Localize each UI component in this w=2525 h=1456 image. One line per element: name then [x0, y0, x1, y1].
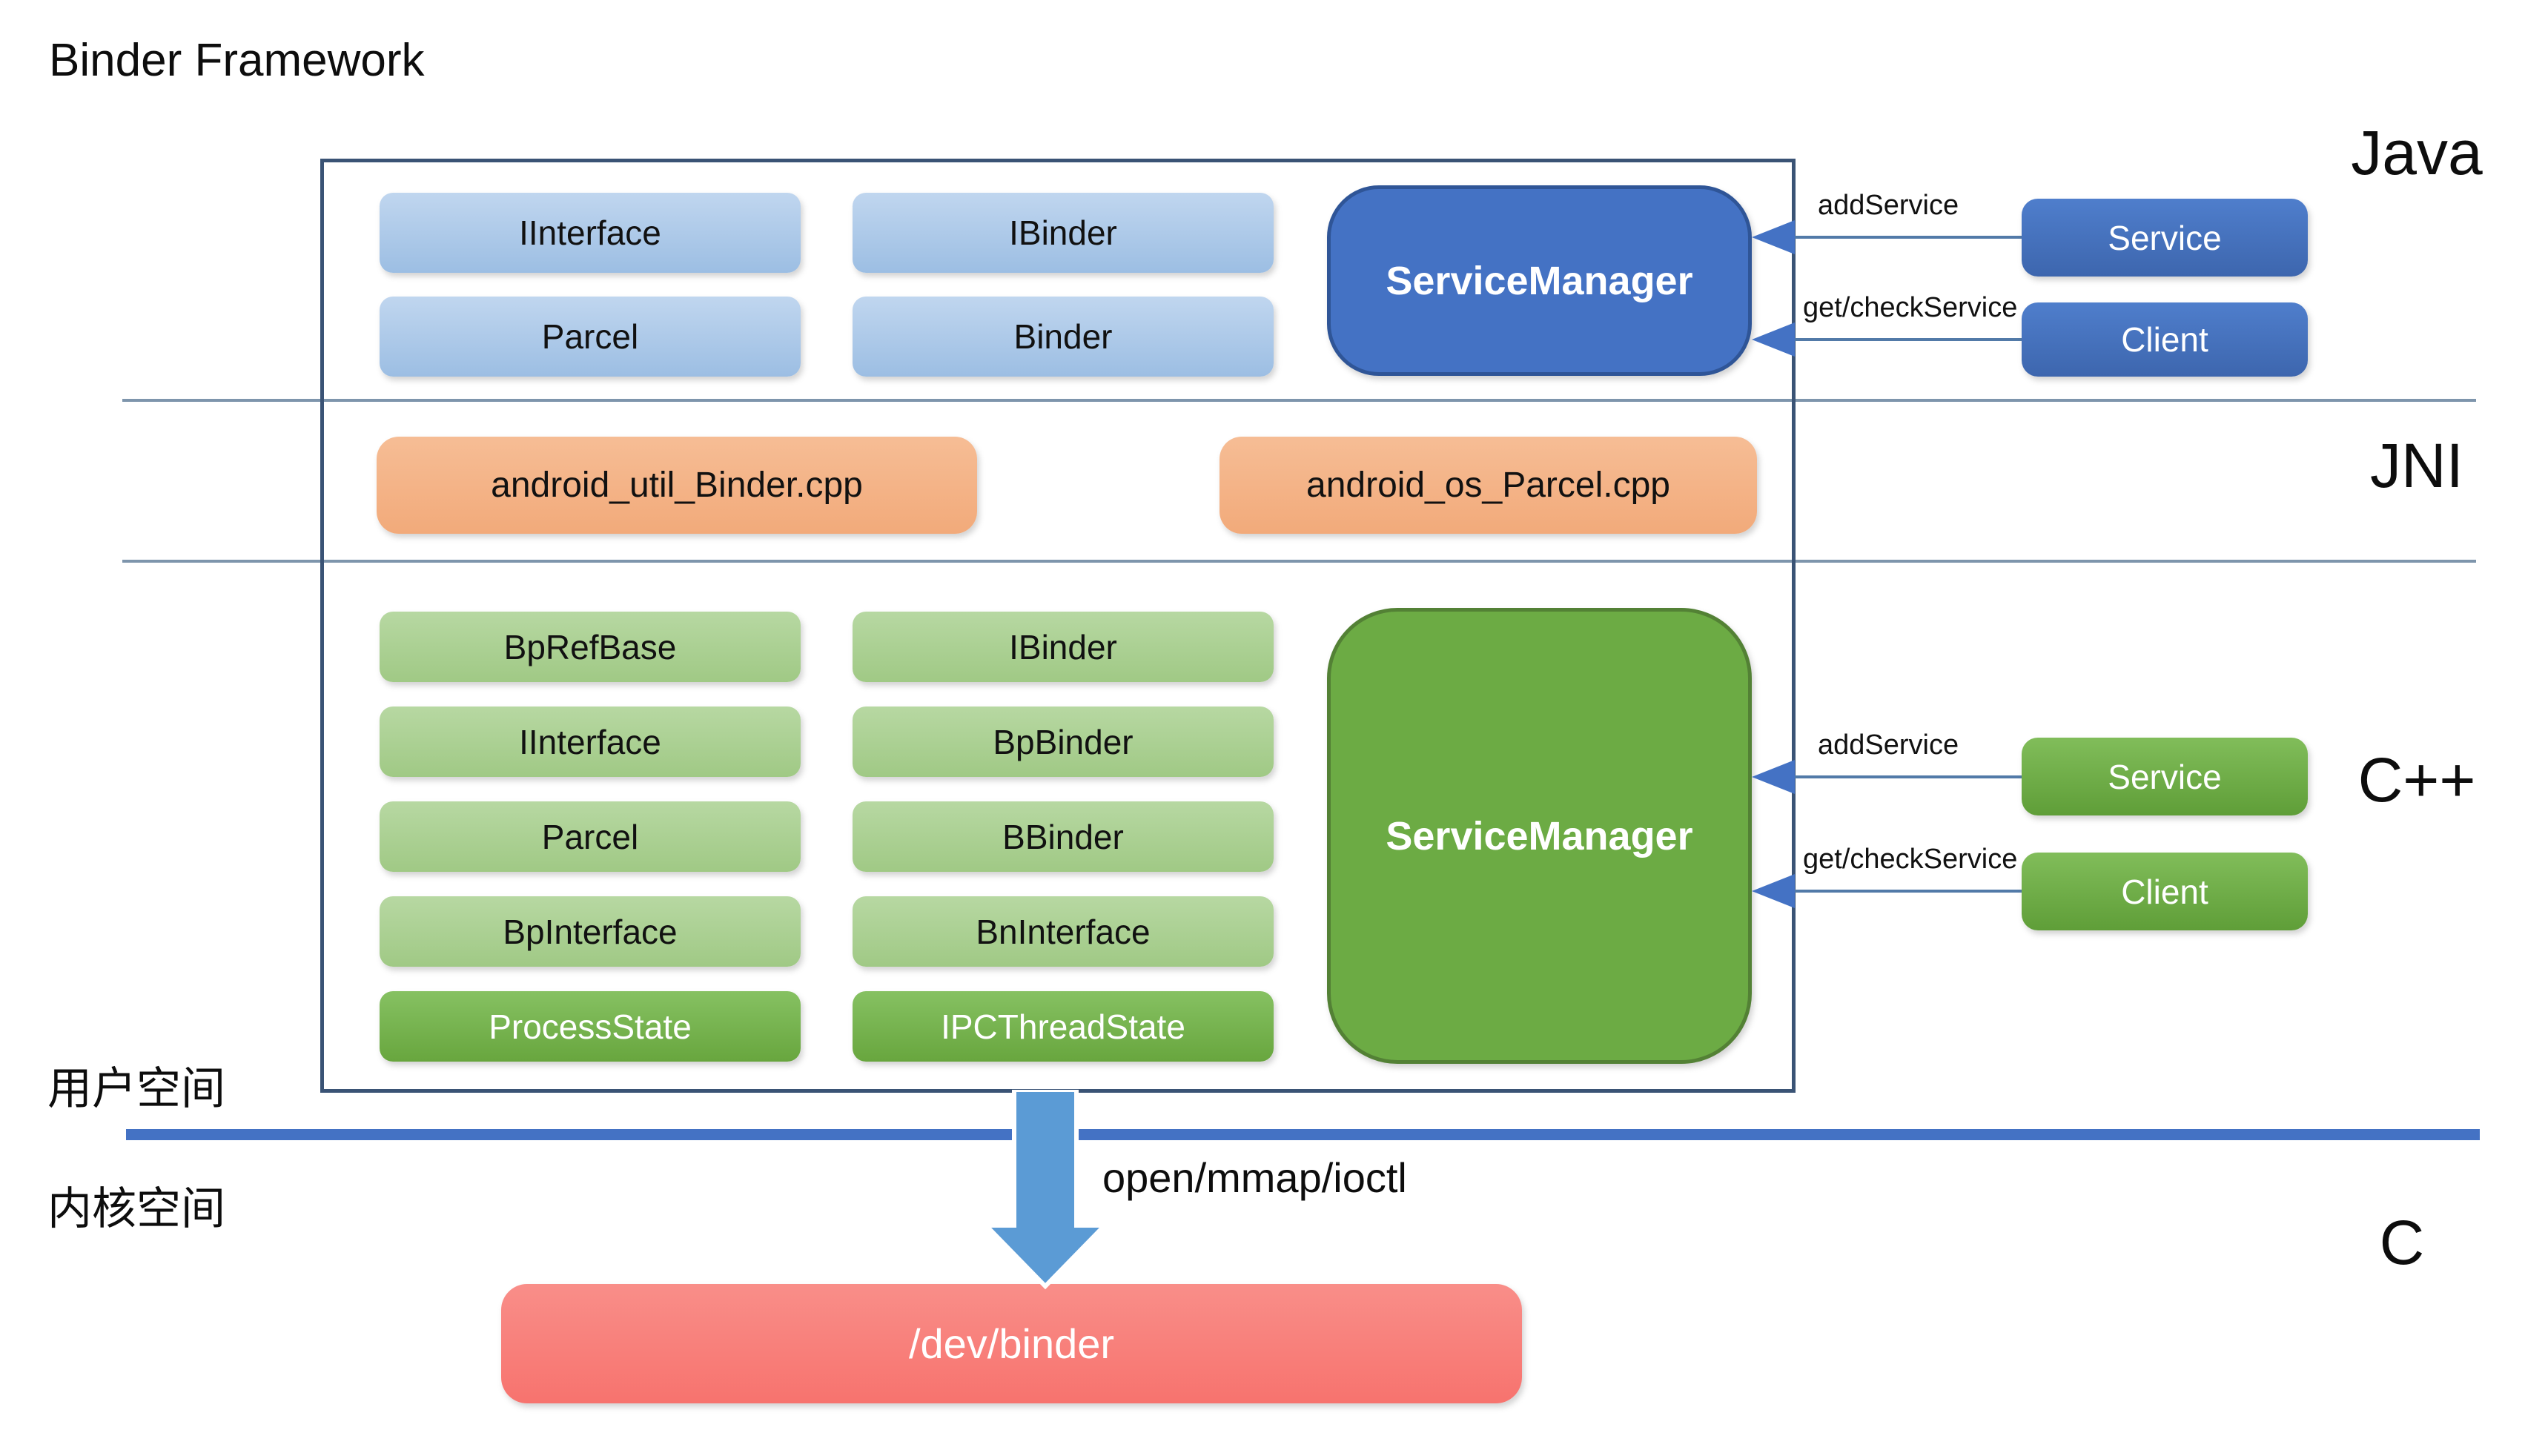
- java-jni-separator-line: [122, 399, 2476, 402]
- java-class-label: Binder: [1013, 317, 1113, 356]
- cpp-class-bprefbase: BpRefBase: [380, 612, 801, 682]
- layer-label-java: Java: [2351, 118, 2483, 188]
- java-class-parcel: Parcel: [380, 297, 801, 377]
- kernel-space-label: 内核空间: [47, 1184, 225, 1234]
- cpp-class-iinterface: IInterface: [380, 707, 801, 777]
- cpp-class-label: IBinder: [1009, 627, 1117, 666]
- jni-file-android-os-parcel: android_os_Parcel.cpp: [1220, 437, 1757, 534]
- layer-label-jni: JNI: [2370, 431, 2463, 500]
- layer-label-c: C: [2379, 1208, 2425, 1277]
- cpp-class-label: BpRefBase: [503, 627, 677, 666]
- user-space-label: 用户空间: [47, 1064, 225, 1113]
- cpp-class-ipcthreadstate: IPCThreadState: [853, 991, 1274, 1062]
- cpp-get-check-service-line: [1790, 890, 2022, 893]
- cpp-client-label: Client: [2121, 872, 2208, 911]
- java-class-label: Parcel: [541, 317, 639, 356]
- cpp-class-bninterface: BnInterface: [853, 896, 1274, 967]
- java-client-label: Client: [2121, 320, 2208, 359]
- java-class-label: IInterface: [519, 214, 661, 252]
- jni-file-label: android_util_Binder.cpp: [491, 466, 863, 505]
- java-add-service-label: addService: [1818, 190, 1959, 221]
- java-service-label: Service: [2108, 218, 2222, 257]
- cpp-class-bpinterface: BpInterface: [380, 896, 801, 967]
- java-get-check-service-label: get/checkService: [1803, 292, 2018, 323]
- cpp-class-label: BpBinder: [993, 722, 1134, 761]
- cpp-class-ibinder: IBinder: [853, 612, 1274, 682]
- cpp-class-label: BBinder: [1002, 817, 1124, 856]
- java-class-iinterface: IInterface: [380, 193, 801, 273]
- java-client-box: Client: [2022, 302, 2308, 377]
- cpp-get-check-service-label: get/checkService: [1803, 844, 2018, 875]
- cpp-service-box: Service: [2022, 738, 2308, 815]
- jni-cpp-separator-line: [122, 560, 2476, 563]
- cpp-class-label: BpInterface: [503, 912, 678, 951]
- cpp-class-label: Parcel: [541, 817, 639, 856]
- jni-file-android-util-binder: android_util_Binder.cpp: [377, 437, 977, 534]
- cpp-get-check-service-arrowhead-icon: [1752, 874, 1795, 908]
- cpp-add-service-label: addService: [1818, 729, 1959, 761]
- java-service-manager-label: ServiceManager: [1386, 258, 1693, 303]
- cpp-class-label: BnInterface: [976, 912, 1151, 951]
- cpp-class-label: IInterface: [519, 722, 661, 761]
- diagram-title: Binder Framework: [49, 35, 425, 86]
- java-class-label: IBinder: [1009, 214, 1117, 252]
- syscalls-label: open/mmap/ioctl: [1102, 1154, 1407, 1201]
- cpp-class-processstate: ProcessState: [380, 991, 801, 1062]
- java-service-manager-box: ServiceManager: [1327, 185, 1752, 376]
- java-class-binder: Binder: [853, 297, 1274, 377]
- cpp-service-manager-box: ServiceManager: [1327, 608, 1752, 1064]
- layer-label-cpp: C++: [2357, 745, 2476, 815]
- jni-file-label: android_os_Parcel.cpp: [1306, 466, 1670, 505]
- cpp-class-bbinder: BBinder: [853, 801, 1274, 872]
- down-arrow-icon: [980, 1090, 1111, 1290]
- cpp-service-manager-label: ServiceManager: [1386, 813, 1693, 858]
- cpp-add-service-line: [1790, 775, 2022, 778]
- cpp-service-label: Service: [2108, 757, 2222, 796]
- cpp-class-label: IPCThreadState: [941, 1007, 1185, 1046]
- cpp-class-bpbinder: BpBinder: [853, 707, 1274, 777]
- cpp-client-box: Client: [2022, 853, 2308, 930]
- cpp-class-parcel: Parcel: [380, 801, 801, 872]
- java-class-ibinder: IBinder: [853, 193, 1274, 273]
- java-service-box: Service: [2022, 199, 2308, 277]
- cpp-class-label: ProcessState: [489, 1007, 692, 1046]
- java-get-check-service-arrowhead-icon: [1752, 322, 1795, 357]
- java-add-service-arrowhead-icon: [1752, 220, 1795, 254]
- java-get-check-service-line: [1790, 338, 2022, 341]
- dev-binder-label: /dev/binder: [908, 1320, 1115, 1367]
- user-kernel-divider-line: [126, 1129, 2480, 1140]
- dev-binder-box: /dev/binder: [501, 1284, 1522, 1403]
- java-add-service-line: [1790, 236, 2022, 239]
- cpp-add-service-arrowhead-icon: [1752, 760, 1795, 794]
